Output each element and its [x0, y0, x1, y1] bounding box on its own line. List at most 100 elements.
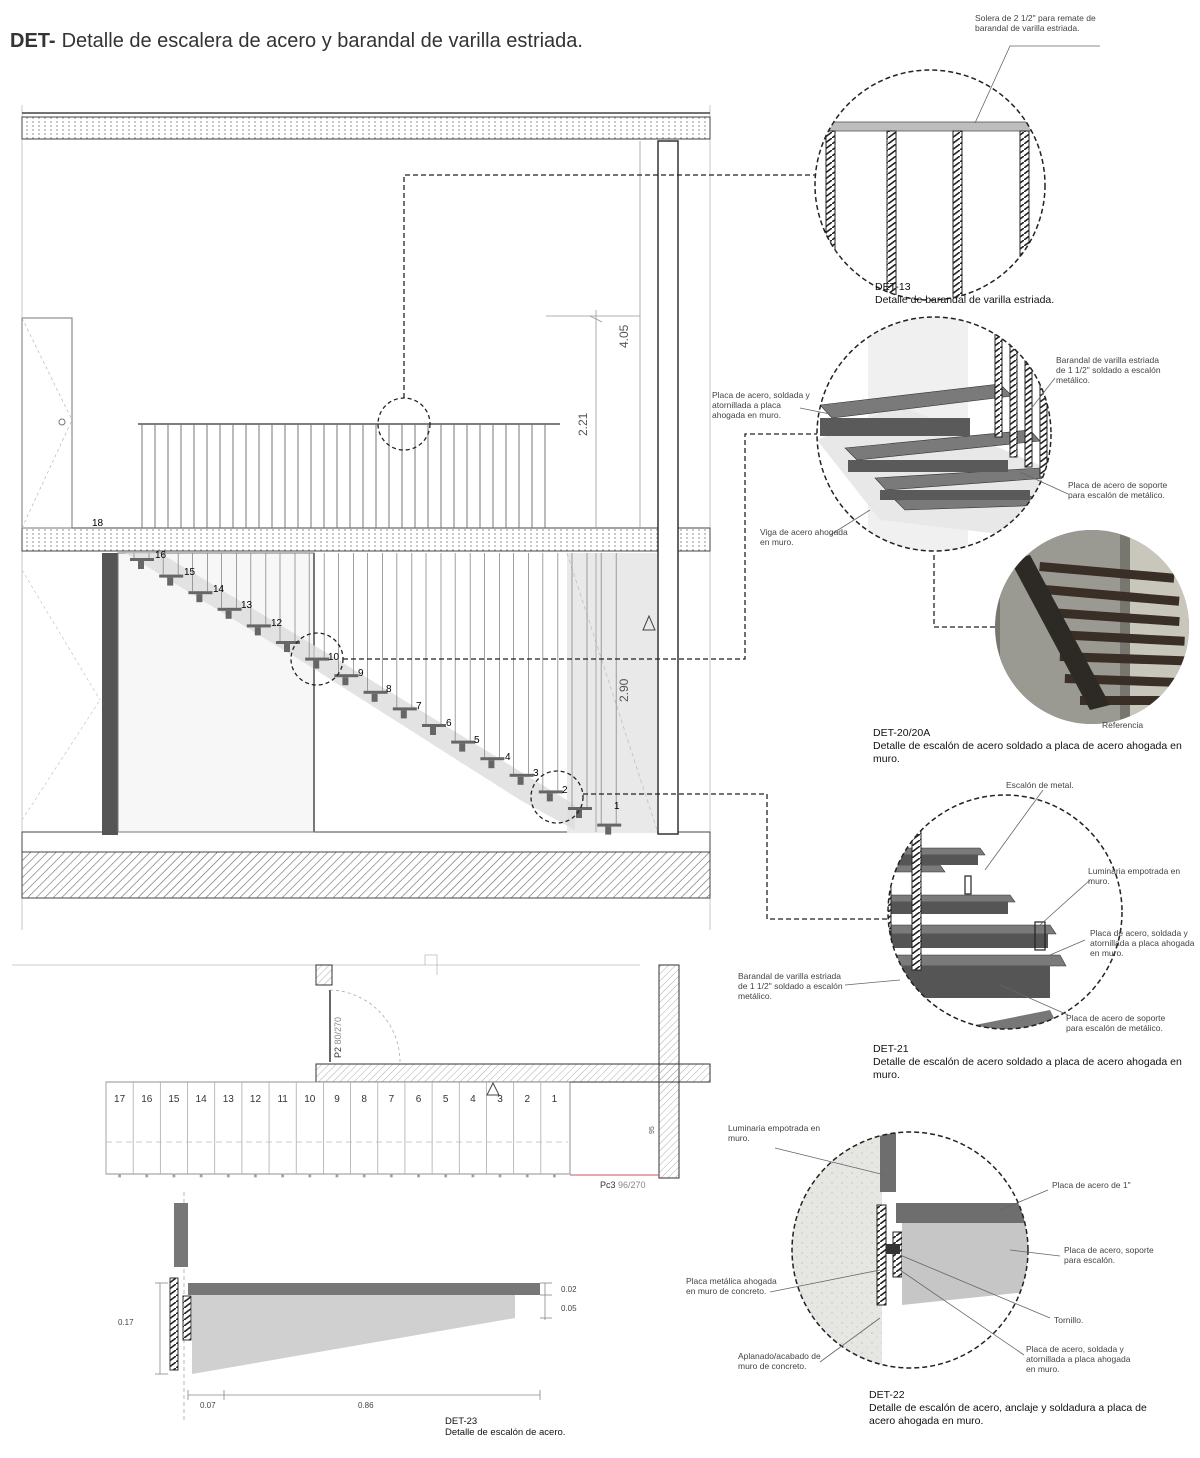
plan-step-tick — [335, 1173, 339, 1178]
det21-note-soporte: Placa de acero de soporte para escalón d… — [1066, 1013, 1166, 1033]
det21-caption: DET-21 Detalle de escalón de acero solda… — [873, 1043, 1198, 1082]
plan-step-number: 13 — [223, 1094, 235, 1105]
stair-elevation: 1 2 3 4 5 6 7 8 9 10 12 13 14 15 16 18 4… — [21, 105, 888, 930]
stair-tread — [480, 757, 505, 761]
tread-bracket — [400, 710, 407, 719]
plan-step-tick — [226, 1173, 230, 1178]
tread-bracket — [488, 760, 495, 769]
det20-title: Detalle de escalón de acero soldado a pl… — [873, 740, 1182, 765]
stair-tread — [188, 591, 213, 595]
det23-dim-0-02: 0.02 — [561, 1285, 577, 1294]
plan-step-number: 12 — [250, 1094, 262, 1105]
tread-bracket — [313, 660, 320, 669]
det21-note-placa: Placa de acero, soldada y atornillada a … — [1090, 928, 1195, 958]
det20-note-placa: Placa de acero, soldada y atornillada a … — [712, 390, 810, 420]
step-label-9: 9 — [358, 668, 364, 679]
step-label-5: 5 — [474, 735, 480, 746]
det20-photo-caption: Referencia — [1102, 720, 1144, 730]
det23-title: Detalle de escalón de acero. — [445, 1427, 566, 1438]
plan-step-tick — [498, 1173, 502, 1178]
step-label-6: 6 — [446, 718, 452, 729]
plan-step-tick — [199, 1173, 203, 1178]
plan-door-tag: P2 80/270 — [333, 1017, 343, 1058]
stair-tread — [392, 707, 417, 711]
tread-bracket — [517, 776, 524, 785]
step-label-15: 15 — [184, 567, 196, 578]
tread-bracket — [342, 677, 349, 686]
tread-bracket — [254, 627, 261, 636]
plan-step-tick — [389, 1173, 393, 1178]
tread-bracket — [576, 810, 582, 818]
plan-step-number: 8 — [361, 1094, 367, 1105]
dim-2-21: 2.21 — [576, 412, 590, 436]
det21-title: Detalle de escalón de acero soldado a pl… — [873, 1056, 1182, 1081]
plan-step-number: 16 — [141, 1094, 153, 1105]
plan-step-number: 4 — [470, 1094, 476, 1105]
dim-2-90: 2.90 — [617, 678, 631, 702]
step-label-7: 7 — [416, 701, 422, 712]
plan-pc-code: Pc3 — [600, 1180, 616, 1190]
step-label-13: 13 — [241, 600, 253, 611]
stair-tread — [159, 574, 184, 578]
stair-tread — [422, 724, 446, 727]
det22-title: Detalle de escalón de acero, anclaje y s… — [869, 1402, 1147, 1427]
stair-tread — [305, 657, 330, 661]
plan-step-tick — [417, 1173, 420, 1178]
det23-drawing: 0.02 0.05 0.17 0.07 0.86 — [118, 1192, 577, 1420]
det21-detail-circle — [844, 789, 1123, 1030]
plan-step-tick — [118, 1173, 121, 1178]
det22-note-tornillo: Tornillo. — [1054, 1315, 1084, 1325]
step-label-14: 14 — [213, 584, 225, 595]
plan-step-number: 5 — [443, 1094, 449, 1105]
plan-step-tick — [525, 1173, 529, 1178]
step-label-16: 16 — [155, 550, 167, 561]
stair-tread — [246, 624, 271, 628]
plan-step-tick — [172, 1173, 176, 1178]
sheet-title: DET-Detalle de escalera de acero y baran… — [10, 30, 583, 53]
step-label-3: 3 — [533, 768, 539, 779]
step-label-10: 10 — [328, 652, 340, 663]
stair-tread — [509, 773, 534, 777]
plan-step-tick — [254, 1173, 257, 1178]
plan-step-number: 2 — [524, 1094, 530, 1105]
plan-step-tick — [444, 1173, 448, 1178]
plan-step-tick — [553, 1173, 556, 1178]
plan-step-number: 15 — [168, 1094, 180, 1105]
stair-tread — [276, 641, 300, 644]
stair-tread — [538, 790, 563, 794]
det22-note-placa-met: Placa metálica ahogada en muro de concre… — [686, 1276, 777, 1296]
tread-bracket — [167, 577, 174, 586]
det22-note-soporte: Placa de acero, soporte para escalón. — [1064, 1245, 1154, 1265]
det20-reference-photo — [995, 530, 1189, 724]
sheet-title-text: Detalle de escalera de acero y barandal … — [61, 30, 583, 52]
det21-note-escalon: Escalón de metal. — [1006, 780, 1074, 790]
det13-note-solera: Solera de 2 1/2" para remate de barandal… — [975, 13, 1096, 33]
plan-step-number: 14 — [196, 1094, 208, 1105]
plan-step-tick — [281, 1173, 285, 1178]
tread-bracket — [371, 693, 378, 702]
plan-door-size: 80/270 — [333, 1017, 343, 1045]
stair-tread — [568, 807, 592, 810]
sheet-title-prefix: DET- — [10, 30, 56, 52]
stair-tread — [334, 674, 359, 678]
plan-step-number: 10 — [304, 1094, 316, 1105]
det13-code: DET-13 — [875, 281, 911, 293]
plan-step-tick — [308, 1173, 312, 1178]
det20-note-barandal: Barandal de varilla estriada de 1 1/2" s… — [1056, 355, 1161, 385]
det22-code: DET-22 — [869, 1389, 905, 1401]
det23-code: DET-23 — [445, 1416, 478, 1427]
stair-tread — [363, 690, 388, 694]
det22-detail-circle — [769, 1131, 1061, 1369]
det20-detail-circle — [799, 316, 1069, 628]
plan-step-number: 17 — [114, 1094, 126, 1105]
det22-note-aplanado: Aplanado/acabado de muro de concreto. — [738, 1351, 821, 1371]
det21-note-barandal: Barandal de varilla estriada de 1 1/2" s… — [738, 971, 843, 1001]
plan-step-number: 7 — [389, 1094, 395, 1105]
tread-bracket — [138, 561, 144, 569]
det23-dim-0-05: 0.05 — [561, 1304, 577, 1313]
det21-code: DET-21 — [873, 1043, 909, 1055]
plan-dim-95: 95 — [649, 1126, 656, 1134]
det23-dim-0-07: 0.07 — [200, 1401, 216, 1410]
